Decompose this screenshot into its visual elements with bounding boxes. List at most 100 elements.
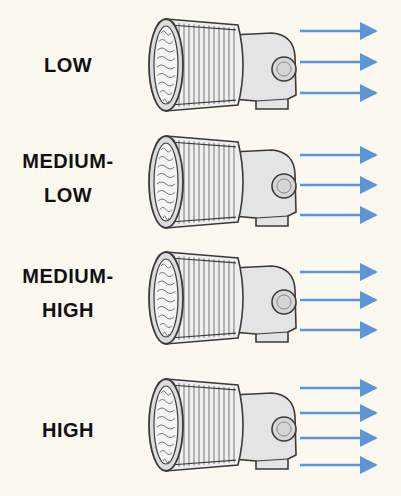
filter-media [157,174,175,178]
filter-pleat [189,257,190,339]
filter-band [170,142,236,147]
motor-knob-inner [277,422,291,436]
fan-unit [149,136,376,228]
filter-media [157,425,175,429]
filter-pleat [219,143,220,220]
filter-pleat [234,145,235,220]
filter-band [170,217,236,222]
filter-pleat [224,260,225,336]
speed-label: MEDIUM- HIGH [12,259,124,327]
filter-pleat [229,144,230,220]
filter-pleat [199,385,200,466]
filter-pleat [209,259,210,338]
filter-pleat [194,24,195,105]
filter-pleat [199,142,200,223]
motor-knob-inner [277,62,291,76]
filter-media [163,332,169,336]
fan-unit [149,252,376,344]
filter-media [158,315,174,319]
filter-pleat [214,26,215,104]
filter-band [170,385,236,390]
filter-media [158,48,175,52]
filter-media [157,290,175,294]
motor-knob [272,57,296,81]
filter-media [161,148,171,152]
filter-pleat [214,259,215,337]
filter-pleat [229,260,230,336]
fan-unit [149,19,376,111]
filter-pleat [219,259,220,336]
motor-knob-inner [277,295,291,309]
airflow-arrow [300,271,376,274]
filter-inner [154,386,178,464]
speed-label: LOW [12,48,124,82]
filter-band [170,258,236,263]
filter-pleat [224,387,225,463]
airflow-arrow [300,30,376,33]
filter-media [163,99,169,103]
airflow-arrow [300,92,376,95]
filter-band [170,333,236,338]
filter-media [158,165,175,169]
filter-media [160,208,172,212]
airflow-arrow [300,154,376,157]
filter-pleat [234,261,235,336]
filter-media [159,400,173,404]
filter-media [160,451,172,455]
airflow-arrow [300,437,376,440]
filter-pleat [199,258,200,339]
airflow-arrow [300,61,376,64]
filter-pleat [204,385,205,465]
filter-pleat [189,141,190,223]
filter-inner [154,259,178,337]
airflow-arrow [300,464,376,467]
filter-pleat [229,387,230,463]
motor-knob [272,290,296,314]
airflow-arrow [300,412,376,415]
airflow-arrow [300,387,376,390]
filter-band [170,25,236,30]
filter-pleat [224,27,225,103]
filter-media [157,57,175,61]
filter-media [163,216,169,220]
filter-media [157,417,175,421]
filter-media [163,459,169,463]
filter-pleat [194,257,195,338]
filter-media [158,82,174,86]
motor-knob [272,174,296,198]
filter-media [159,157,173,161]
airflow-arrow [300,214,376,217]
filter-media [159,273,173,277]
filter-pleat [189,24,190,106]
filter-media [159,40,173,44]
filter-media [157,191,174,195]
motor-knob [272,417,296,441]
filter-front [149,252,183,344]
filter-pleat [229,27,230,103]
filter-media [158,442,174,446]
filter-pleat [209,143,210,222]
speed-label: MEDIUM- LOW [12,144,124,212]
filter-media [157,182,175,186]
housing-foot [256,99,288,101]
filter-band [170,100,236,105]
fan-unit [149,379,376,471]
filter-media [158,408,175,412]
filter-pleat [219,386,220,463]
filter-media [161,31,171,35]
housing-foot [256,459,288,461]
filter-media [157,74,174,78]
filter-pleat [219,26,220,103]
filter-media [157,434,174,438]
filter-media [158,281,175,285]
filter-pleat [209,386,210,465]
filter-pleat [214,143,215,221]
filter-pleat [189,384,190,466]
housing-foot [256,332,288,334]
filter-front [149,379,183,471]
filter-inner [154,143,178,221]
filter-media [161,391,171,395]
filter-front [149,136,183,228]
filter-media [157,307,174,311]
